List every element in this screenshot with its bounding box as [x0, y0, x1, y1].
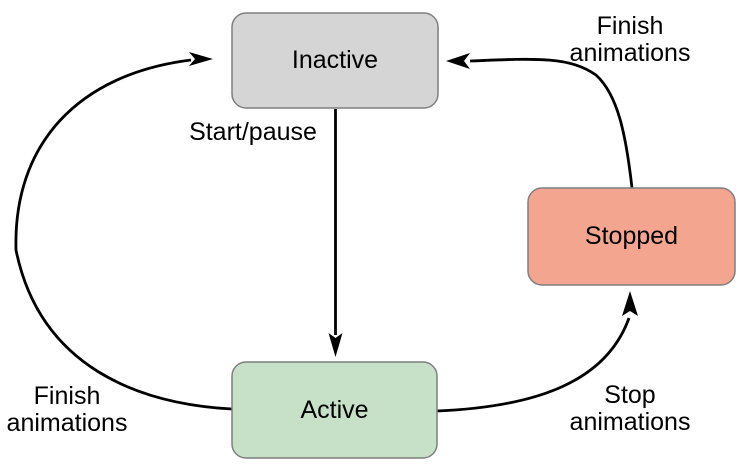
arrow-stopped-to-inactive [446, 53, 634, 189]
arrow-active-to-inactive [14, 52, 233, 411]
arrowhead-stopped-to-inactive [446, 53, 470, 69]
state-box-inactive [231, 12, 439, 109]
arrow-line-stopped-to-inactive [469, 57, 634, 189]
arrow-active-to-stopped [436, 291, 638, 413]
edge-label-finish-animations-right: Finish animations [569, 12, 691, 67]
edge-label-stop-animations: Stop animations [569, 381, 691, 436]
arrow-line-active-to-stopped [436, 317, 631, 413]
state-box-stopped [527, 187, 736, 286]
state-box-active [231, 361, 438, 459]
arrow-line-active-to-inactive [14, 58, 233, 411]
arrowhead-inactive-to-active [328, 333, 343, 357]
arrowhead-active-to-stopped [622, 291, 638, 316]
edge-label-start-pause: Start/pause [189, 118, 317, 146]
edge-label-finish-animations-left: Finish animations [6, 382, 128, 437]
arrow-inactive-to-active [328, 109, 343, 357]
arrowhead-active-to-inactive [189, 52, 213, 66]
